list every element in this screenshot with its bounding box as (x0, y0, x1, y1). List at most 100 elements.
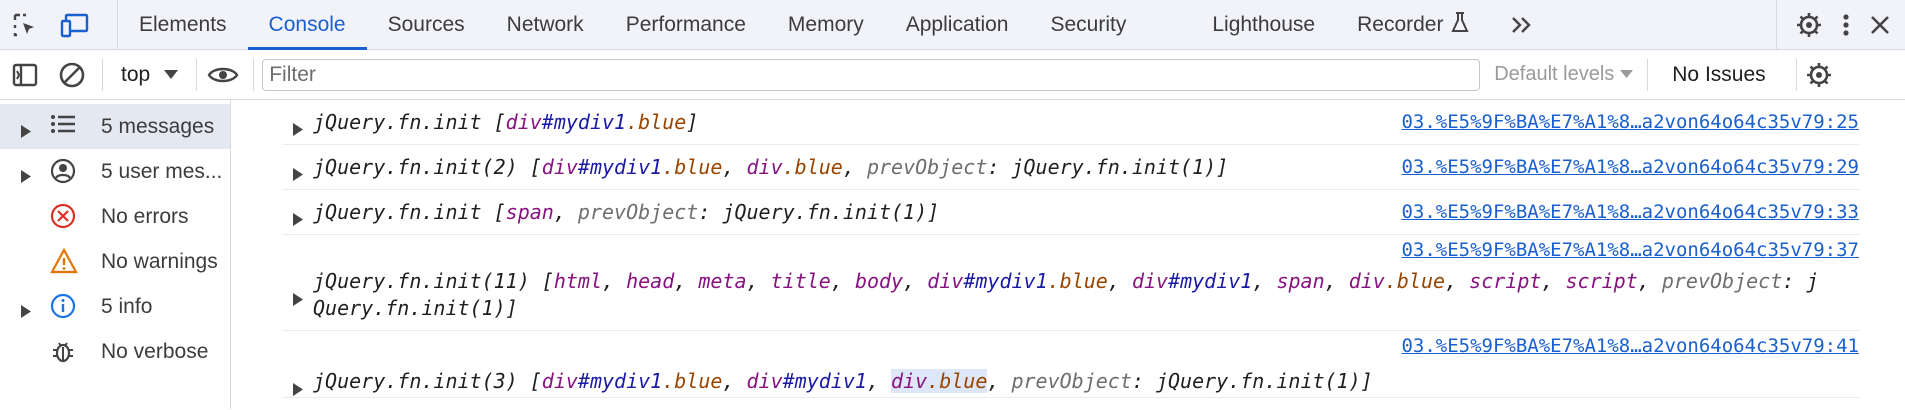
tab-label: Elements (139, 12, 227, 36)
message-token: jQuery.fn.init [ (313, 200, 506, 224)
inspect-element-icon[interactable] (12, 12, 38, 38)
sidebar-item-label: No verbose (101, 339, 209, 363)
issues-counter[interactable]: No Issues (1672, 62, 1766, 86)
expand-triangle-icon[interactable] (293, 162, 303, 186)
message-token: , (830, 269, 855, 293)
source-link[interactable]: 03.%E5%9F%BA%E7%A1%8…a2von64o64c35v79:25 (1401, 111, 1859, 133)
more-options-icon[interactable] (1841, 12, 1851, 38)
sidebar-item-warning[interactable]: No warnings (0, 239, 230, 284)
tab-label: Security (1050, 12, 1127, 36)
tab-network[interactable]: Network (486, 0, 605, 49)
message-text[interactable]: jQuery.fn.init [span, prevObject: jQuery… (283, 190, 1859, 226)
console-settings-gear-icon[interactable] (1805, 61, 1833, 89)
expand-triangle-icon[interactable] (293, 117, 303, 141)
sidebar-item-label: No errors (101, 204, 189, 228)
sidebar-item-label: 5 user mes... (101, 159, 223, 183)
toolbar-divider (253, 58, 255, 91)
message-token: .blue (626, 110, 687, 134)
expand-triangle-icon[interactable] (293, 377, 303, 401)
expand-triangle-icon[interactable] (21, 120, 31, 144)
message-token: Query.fn.init(1)] (313, 296, 518, 320)
tab-label: Network (506, 12, 584, 36)
settings-gear-icon[interactable] (1795, 11, 1823, 39)
message-token: , (1252, 269, 1277, 293)
message-token: html (553, 269, 602, 293)
console-messages: 03.%E5%9F%BA%E7%A1%8…a2von64o64c35v79:25… (231, 100, 1905, 409)
message-token: , (1107, 269, 1132, 293)
message-text[interactable]: jQuery.fn.init(11) [html, head, meta, ti… (283, 235, 1859, 322)
toolbar-divider (1647, 58, 1649, 91)
source-link[interactable]: 03.%E5%9F%BA%E7%A1%8…a2von64o64c35v79:37 (1401, 239, 1859, 261)
expand-triangle-icon[interactable] (293, 287, 303, 311)
log-levels-dropdown[interactable]: Default levels (1494, 63, 1634, 86)
sidebar-item-label: No warnings (101, 249, 218, 273)
message-token: , (674, 269, 699, 293)
filter-input[interactable]: Filter (262, 58, 1481, 91)
message-token: div (746, 369, 783, 393)
tab-recorder[interactable]: Recorder (1336, 0, 1490, 49)
tab-console[interactable]: Console (247, 0, 367, 50)
bug-icon (50, 338, 76, 370)
tab-elements[interactable]: Elements (118, 0, 248, 49)
message-text[interactable]: jQuery.fn.init(2) [div#mydiv1.blue, div.… (283, 145, 1859, 181)
message-token: , (987, 369, 1012, 393)
message-token: ] (686, 110, 699, 134)
message-token: div (505, 110, 542, 134)
message-token: , (746, 269, 771, 293)
list-icon (50, 113, 76, 141)
message-token: : j (1782, 269, 1819, 293)
sidebar-item-error[interactable]: No errors (0, 194, 230, 239)
message-token: div (1131, 269, 1169, 293)
tab-security[interactable]: Security (1029, 0, 1147, 49)
message-token: jQuery.fn.init [ (313, 110, 506, 134)
console-main: 5 messages 5 user mes... No errors No warni… (0, 100, 1905, 409)
log-levels-label: Default levels (1494, 63, 1615, 85)
message-token: #mydiv1 (577, 155, 663, 179)
message-token: : jQuery.fn.init(1)] (987, 155, 1229, 179)
message-token: title (770, 269, 831, 293)
message-token: jQuery.fn.init(3) [ (313, 369, 542, 393)
error-icon (50, 203, 76, 235)
context-selector[interactable]: top (113, 63, 186, 87)
sidebar-item-user[interactable]: 5 user mes... (0, 149, 230, 194)
device-toolbar-icon[interactable] (60, 12, 90, 38)
sidebar-item-info[interactable]: 5 info (0, 284, 230, 329)
message-token: head (626, 269, 675, 293)
close-icon[interactable] (1869, 14, 1891, 36)
tabbar-right-tools (1776, 0, 1905, 49)
expand-triangle-icon[interactable] (293, 207, 303, 231)
source-link[interactable]: 03.%E5%9F%BA%E7%A1%8…a2von64o64c35v79:33 (1401, 201, 1859, 223)
source-link[interactable]: 03.%E5%9F%BA%E7%A1%8…a2von64o64c35v79:41 (1401, 335, 1859, 357)
expand-triangle-icon[interactable] (21, 300, 31, 324)
message-token: prevObject (1011, 369, 1132, 393)
message-token: : jQuery.fn.init(1)] (698, 200, 940, 224)
message-text[interactable]: jQuery.fn.init(3) [div#mydiv1.blue, div#… (283, 331, 1859, 395)
message-token: , (602, 269, 627, 293)
tab-application[interactable]: Application (885, 0, 1030, 49)
tab-memory[interactable]: Memory (767, 0, 885, 49)
tab-lighthouse[interactable]: Lighthouse (1191, 0, 1336, 49)
message-text[interactable]: jQuery.fn.init [div#mydiv1.blue] (283, 100, 1859, 136)
source-link[interactable]: 03.%E5%9F%BA%E7%A1%8…a2von64o64c35v79:29 (1401, 156, 1859, 178)
console-message: 03.%E5%9F%BA%E7%A1%8…a2von64o64c35v79:41… (283, 331, 1859, 398)
sidebar-item-list[interactable]: 5 messages (0, 104, 230, 149)
sidebar-toggle-icon[interactable] (12, 62, 38, 88)
console-toolbar: top Filter Default levels No Issues (0, 50, 1905, 100)
expand-triangle-icon[interactable] (21, 165, 31, 189)
clear-console-icon[interactable] (58, 61, 86, 89)
sidebar-item-bug[interactable]: No verbose (0, 329, 230, 374)
tab-sources[interactable]: Sources (367, 0, 486, 49)
tab-label: Application (905, 12, 1009, 36)
message-token: script (1469, 269, 1542, 293)
tab-label: Lighthouse (1212, 12, 1316, 36)
message-token: div (891, 369, 928, 393)
message-token: .blue (662, 155, 723, 179)
more-tabs-chevron-icon[interactable] (1490, 0, 1554, 49)
sidebar-item-label: 5 messages (101, 114, 215, 138)
live-expression-eye-icon[interactable] (207, 64, 239, 86)
message-token: , (842, 155, 867, 179)
message-token: div (746, 155, 783, 179)
tab-performance[interactable]: Performance (605, 0, 767, 49)
